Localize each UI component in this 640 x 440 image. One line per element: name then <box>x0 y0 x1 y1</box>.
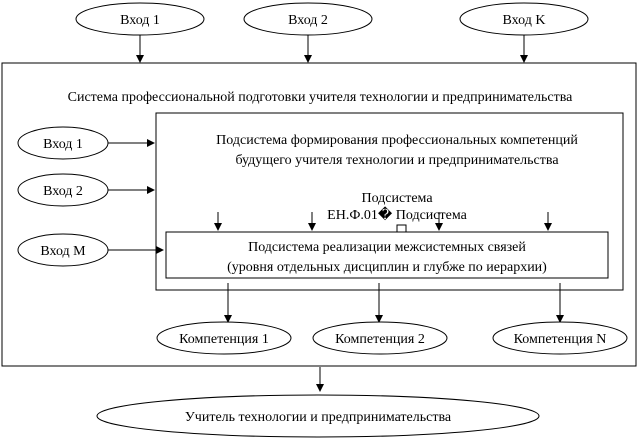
left-input-1: Вход 1 <box>17 126 109 160</box>
left-input-m-label: Вход M <box>40 244 86 259</box>
competency-1-label: Компетенция 1 <box>179 332 269 347</box>
competency-n: Компетенция N <box>492 321 628 355</box>
left-input-2-label: Вход 2 <box>43 184 83 199</box>
overlap-text-line2: ЕН.Ф.01� Подсистема <box>327 206 467 223</box>
top-input-1: Вход 1 <box>75 2 205 36</box>
competency-1: Компетенция 1 <box>156 321 292 355</box>
competency-2-label: Компетенция 2 <box>335 332 425 347</box>
top-input-k: Вход K <box>459 2 589 36</box>
small-connector-box <box>396 224 407 233</box>
overlap-text-line1: Подсистема <box>361 191 433 206</box>
left-input-2: Вход 2 <box>17 173 109 207</box>
subsystem-links-line1: Подсистема реализации межсистемных связе… <box>248 240 526 255</box>
subsystem-competencies-line1: Подсистема формирования профессиональных… <box>216 133 578 148</box>
top-input-k-label: Вход K <box>503 13 546 28</box>
subsystem-links-line2: (уровня отдельных дисциплин и глубже по … <box>227 260 547 275</box>
left-input-m: Вход M <box>17 233 109 267</box>
competency-2: Компетенция 2 <box>312 321 448 355</box>
system-title: Система профессиональной подготовки учит… <box>68 90 573 105</box>
system-box <box>1 62 637 367</box>
output: Учитель технологии и предпринимательства <box>96 394 540 438</box>
left-input-1-label: Вход 1 <box>43 137 83 152</box>
competency-n-label: Компетенция N <box>514 332 607 347</box>
subsystem-competencies-line2: будущего учителя технологии и предприним… <box>235 153 559 168</box>
subsystem-competencies-box <box>155 112 624 291</box>
output-label: Учитель технологии и предпринимательства <box>185 410 452 425</box>
top-input-1-label: Вход 1 <box>120 13 160 28</box>
top-input-2-label: Вход 2 <box>288 13 328 28</box>
subsystem-links-box <box>165 231 609 279</box>
top-input-2: Вход 2 <box>243 2 373 36</box>
